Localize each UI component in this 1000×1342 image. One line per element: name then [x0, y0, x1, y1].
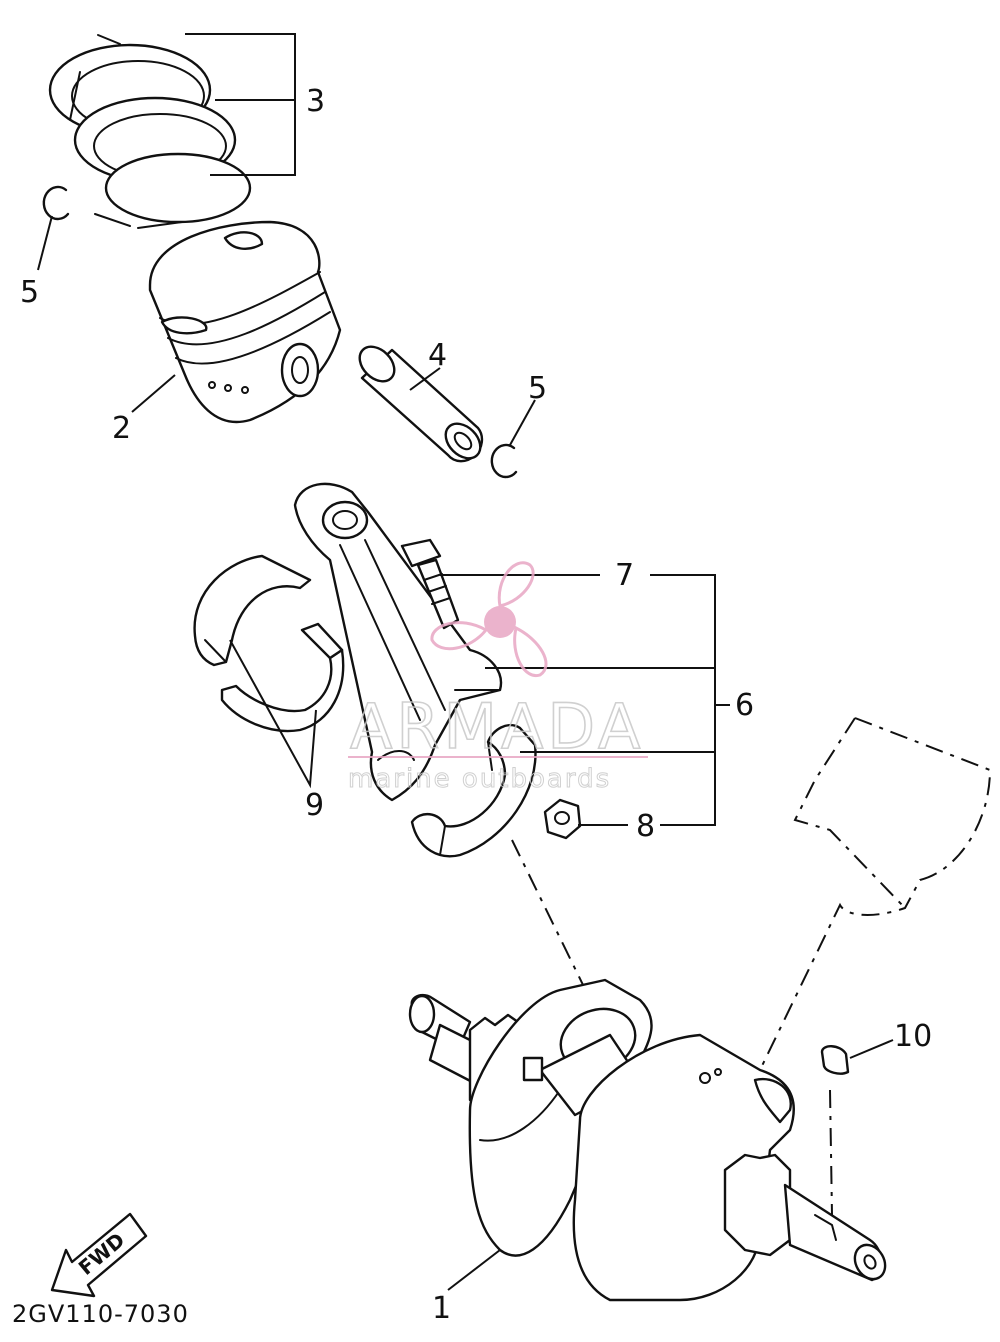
- circlip-right: [490, 443, 518, 479]
- callout-1: 1: [432, 1291, 451, 1326]
- callout-9: 9: [305, 788, 324, 823]
- callout-5-left: 5: [20, 275, 39, 310]
- callout-7: 7: [615, 558, 634, 593]
- callout-8: 8: [636, 809, 655, 844]
- callout-4: 4: [428, 338, 447, 373]
- callout-6: 6: [735, 688, 754, 723]
- bearing-lower: [220, 622, 345, 733]
- woodruff-key: [820, 1045, 850, 1075]
- circlip-left: [42, 185, 70, 221]
- piston: [148, 220, 342, 424]
- watermark-brand: ARMADA: [350, 690, 644, 763]
- watermark: ARMADA marine outboards: [348, 561, 648, 795]
- bearing-upper: [193, 554, 312, 667]
- watermark-tagline: marine outboards: [348, 764, 611, 794]
- rod-nut: [543, 798, 582, 840]
- piston-pin: [358, 345, 484, 463]
- diagram-code: 2GV110-7030: [12, 1300, 189, 1328]
- callout-10: 10: [894, 1019, 932, 1054]
- callout-3: 3: [306, 84, 325, 119]
- fwd-arrow-icon: FWD: [50, 1212, 148, 1298]
- rod-bolt: [400, 538, 460, 630]
- callout-5-right: 5: [528, 371, 547, 406]
- piston-rings: [48, 34, 252, 229]
- rod-assembly-outline: [511, 717, 992, 1216]
- crankshaft: [408, 978, 887, 1302]
- callout-2: 2: [112, 411, 131, 446]
- propeller-icon: [430, 561, 548, 678]
